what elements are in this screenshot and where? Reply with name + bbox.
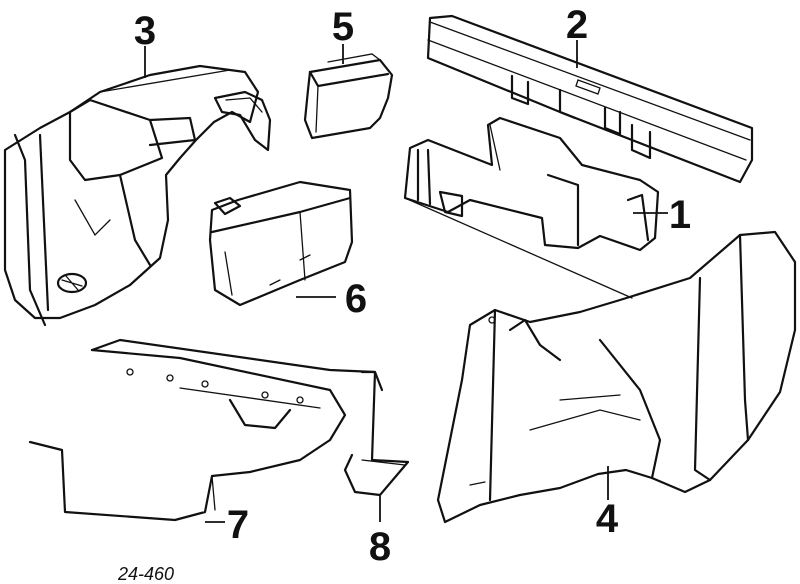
part-8-support-bracket [343,370,410,497]
callout-2: 2 [566,3,588,47]
part-2-cross-member [426,14,754,184]
part-7-floor-panel [28,338,384,522]
part-5-bracket [303,53,394,140]
callout-8: 8 [369,525,391,569]
callout-3: 3 [134,9,156,53]
part-3-wheelhouse [3,64,272,327]
part-6-box-bracket [208,180,354,307]
callout-1: 1 [669,193,691,237]
part-1-dash-panel [403,116,660,299]
callout-5: 5 [332,5,354,49]
callout-7: 7 [227,503,249,547]
callout-6: 6 [345,277,367,321]
part-4-wheelhouse-right [436,230,797,524]
reference-code: 24-460 [117,564,174,584]
leader-lines [144,40,668,523]
callout-4: 4 [596,497,619,541]
